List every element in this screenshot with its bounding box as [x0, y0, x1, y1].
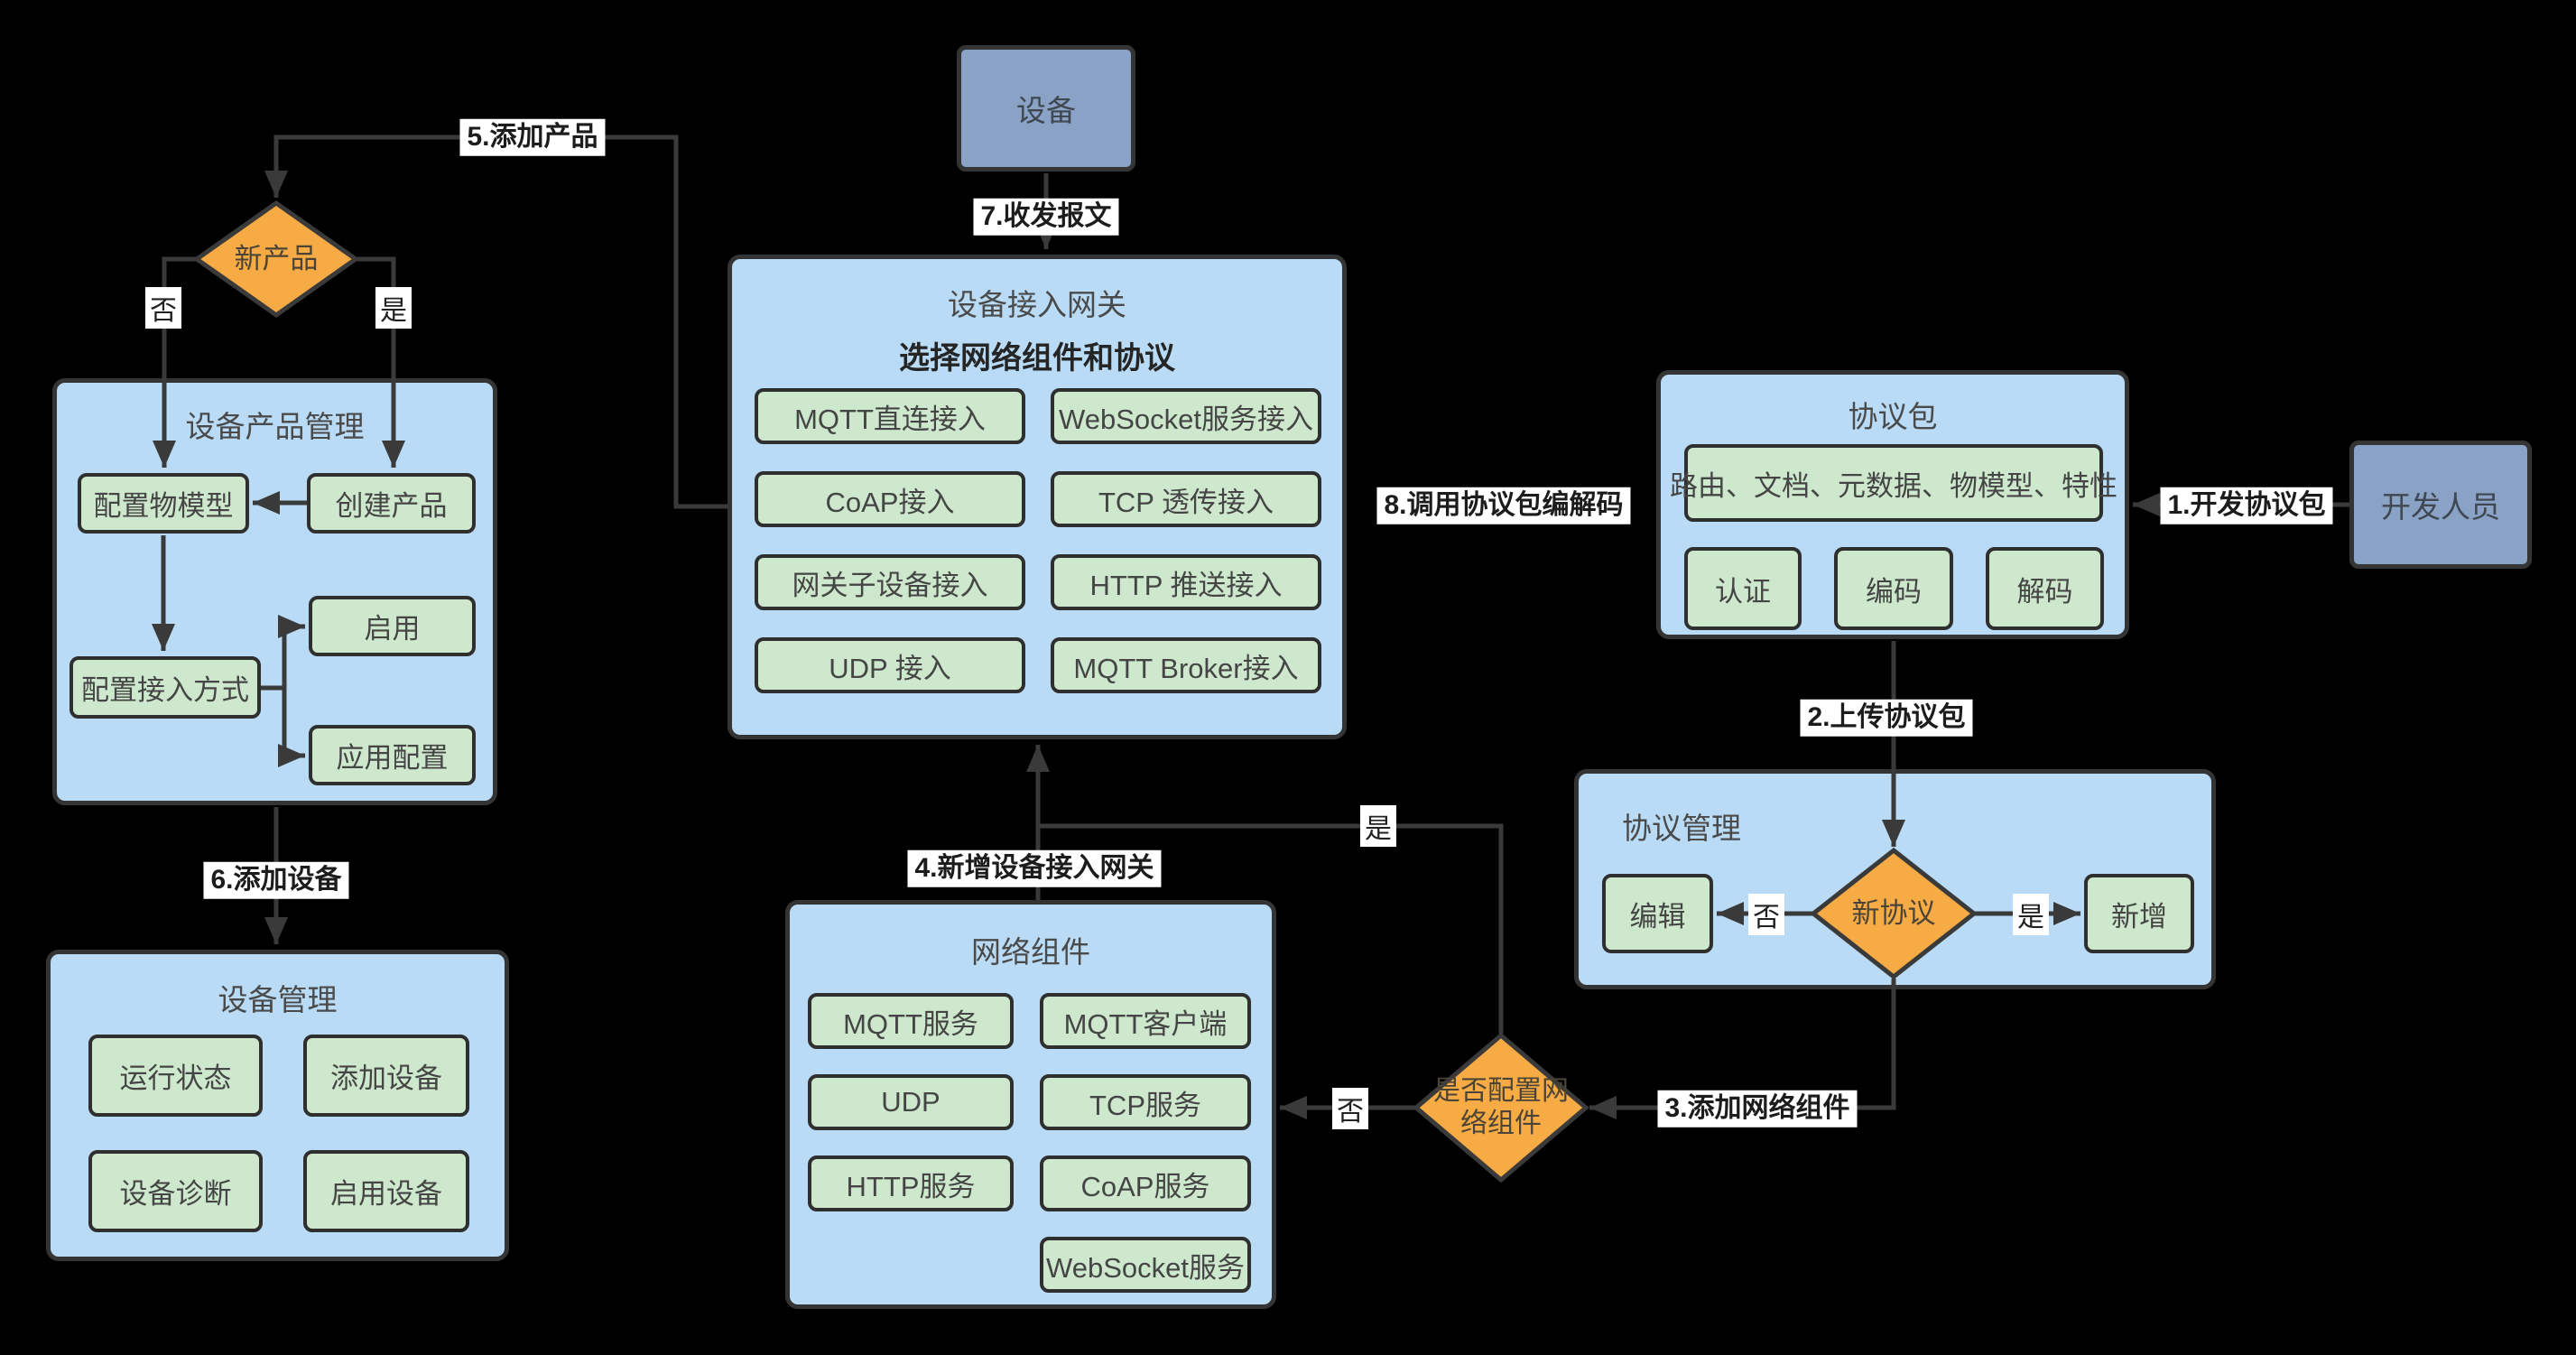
- edge-label-2: 2.上传协议包: [1800, 699, 1973, 737]
- edge-label-4: 4.新增设备接入网关: [907, 849, 1162, 887]
- node-net-websocket: WebSocket服务: [1040, 1237, 1251, 1293]
- node-add-device: 添加设备: [303, 1035, 469, 1117]
- device-node: 设备: [957, 45, 1135, 172]
- node-pkg-capabilities: 路由、文档、元数据、物模型、特性: [1670, 444, 2117, 522]
- device-mgmt-title: 设备管理: [218, 983, 338, 1016]
- network-decision-yes-label: 是: [1360, 805, 1396, 847]
- node-net-tcp: TCP服务: [1040, 1074, 1251, 1130]
- edge-label-1: 1.开发协议包: [2160, 487, 2333, 524]
- new-protocol-yes-label: 是: [2013, 894, 2049, 935]
- edge-label-5: 5.添加产品: [459, 118, 606, 156]
- network-decision-no-label: 否: [1332, 1088, 1368, 1129]
- network-config-decision: 是否配置网络组件: [1413, 1032, 1589, 1183]
- developer-label: 开发人员: [2381, 490, 2500, 524]
- node-create-product: 创建产品: [307, 473, 476, 534]
- edge-label-6: 6.添加设备: [203, 861, 349, 899]
- gateway-btn-subdevice: 网关子设备接入: [755, 554, 1025, 610]
- network-title: 网络组件: [971, 935, 1090, 969]
- node-config-access: 配置接入方式: [69, 656, 261, 719]
- new-protocol-decision: 新协议: [1809, 847, 1978, 980]
- new-protocol-diamond-shape: [1809, 847, 1978, 980]
- new-product-decision: 新产品: [192, 200, 360, 319]
- node-config-model: 配置物模型: [78, 473, 249, 534]
- node-net-http: HTTP服务: [808, 1155, 1014, 1211]
- node-enable: 启用: [309, 596, 476, 656]
- node-net-coap: CoAP服务: [1040, 1155, 1251, 1211]
- gateway-btn-http: HTTP 推送接入: [1051, 554, 1321, 610]
- gateway-subtitle: 选择网络组件和协议: [899, 341, 1175, 376]
- gateway-btn-udp: UDP 接入: [755, 637, 1025, 693]
- node-device-diagnose: 设备诊断: [88, 1150, 263, 1232]
- node-protocol-edit: 编辑: [1602, 874, 1713, 953]
- device-label: 设备: [1016, 94, 1076, 127]
- edge-label-7: 7.收发报文: [973, 198, 1119, 236]
- network-config-diamond-shape: [1413, 1032, 1589, 1183]
- gateway-btn-coap: CoAP接入: [755, 471, 1025, 527]
- node-run-status: 运行状态: [88, 1035, 263, 1117]
- gateway-btn-mqtt-direct: MQTT直连接入: [755, 388, 1025, 444]
- node-protocol-add: 新增: [2084, 874, 2194, 953]
- protocol-mgmt-title: 协议管理: [1622, 812, 1741, 845]
- new-protocol-label: 新协议: [1851, 897, 1936, 930]
- node-pkg-decode: 解码: [1986, 547, 2104, 630]
- node-app-config: 应用配置: [309, 725, 476, 785]
- node-net-mqtt-client: MQTT客户端: [1040, 993, 1251, 1049]
- node-net-udp: UDP: [808, 1074, 1014, 1130]
- new-protocol-no-label: 否: [1748, 894, 1784, 935]
- network-config-label: 是否配置网络组件: [1433, 1076, 1569, 1138]
- protocol-pkg-title: 协议包: [1848, 400, 1938, 433]
- new-product-no-label: 否: [145, 287, 181, 329]
- developer-node: 开发人员: [2349, 441, 2532, 569]
- edge-label-8: 8.调用协议包编解码: [1376, 487, 1631, 524]
- node-enable-device: 启用设备: [303, 1150, 469, 1232]
- node-pkg-auth: 认证: [1684, 547, 1802, 630]
- gateway-btn-websocket: WebSocket服务接入: [1051, 388, 1321, 444]
- gateway-btn-mqtt-broker: MQTT Broker接入: [1051, 637, 1321, 693]
- gateway-btn-tcp: TCP 透传接入: [1051, 471, 1321, 527]
- connector-protocol-to-network-decision: [1589, 979, 1896, 1119]
- edge-label-3: 3.添加网络组件: [1657, 1090, 1858, 1128]
- node-pkg-encode: 编码: [1834, 547, 1953, 630]
- node-net-mqtt-service: MQTT服务: [808, 993, 1014, 1049]
- gateway-title: 设备接入网关: [948, 288, 1126, 321]
- new-product-yes-label: 是: [375, 287, 412, 329]
- product-mgmt-title: 设备产品管理: [185, 410, 365, 443]
- new-product-label: 新产品: [234, 243, 319, 275]
